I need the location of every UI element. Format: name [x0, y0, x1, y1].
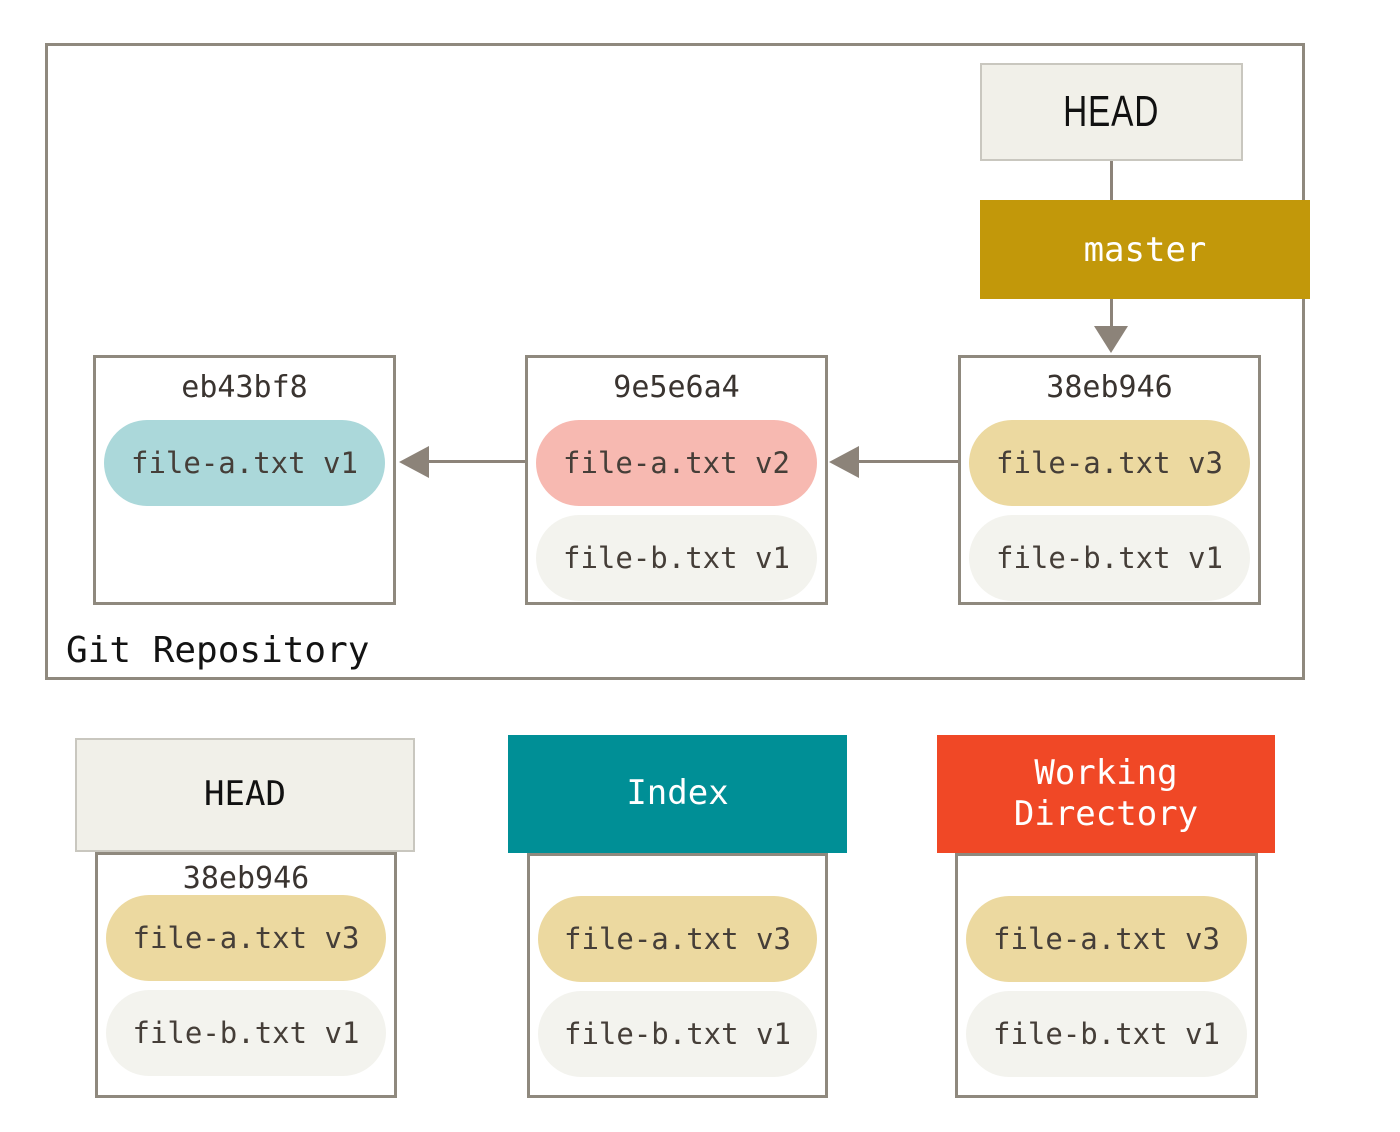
file-snapshot-label: file-b.txt v1	[563, 541, 790, 575]
file-snapshot-pill: file-a.txt v3	[966, 896, 1247, 982]
area-title: HEAD	[204, 774, 286, 815]
file-snapshot-pill: file-a.txt v2	[536, 420, 817, 506]
area-title: Working Directory	[1013, 752, 1199, 834]
arrow-left-icon	[829, 446, 859, 478]
master-branch-box: master	[980, 200, 1310, 299]
area-box-working-directory: file-a.txt v3 file-b.txt v1	[955, 853, 1258, 1098]
file-snapshot-label: file-b.txt v1	[132, 1016, 360, 1050]
file-snapshot-label: file-a.txt v3	[132, 921, 360, 955]
file-snapshot-label: file-a.txt v3	[564, 922, 791, 956]
area-header-index: Index	[508, 735, 847, 853]
area-header-head: HEAD	[75, 738, 415, 852]
connector-commit3-to-commit2	[858, 460, 958, 463]
file-snapshot-pill: file-a.txt v1	[104, 420, 385, 506]
connector-head-to-master	[1110, 160, 1113, 201]
head-ref-box: HEAD	[980, 63, 1243, 161]
area-box-index: file-a.txt v3 file-b.txt v1	[527, 853, 828, 1098]
file-snapshot-label: file-a.txt v2	[563, 446, 790, 480]
file-snapshot-label: file-a.txt v1	[131, 446, 358, 480]
commit-hash: 38eb946	[1046, 370, 1173, 405]
file-snapshot-label: file-a.txt v3	[993, 922, 1220, 956]
file-snapshot-label: file-b.txt v1	[996, 541, 1223, 575]
area-box-head: 38eb946 file-a.txt v3 file-b.txt v1	[95, 852, 397, 1098]
commit-box-9e5e6a4: 9e5e6a4 file-a.txt v2 file-b.txt v1	[525, 355, 828, 605]
file-snapshot-pill: file-a.txt v3	[969, 420, 1250, 506]
file-snapshot-pill: file-b.txt v1	[536, 515, 817, 601]
file-snapshot-pill: file-b.txt v1	[966, 991, 1247, 1077]
file-snapshot-pill: file-a.txt v3	[538, 896, 817, 982]
git-repository-label: Git Repository	[66, 630, 370, 671]
commit-hash: 9e5e6a4	[613, 370, 740, 405]
commit-hash: eb43bf8	[181, 370, 308, 405]
file-snapshot-pill: file-a.txt v3	[106, 895, 386, 981]
file-snapshot-label: file-b.txt v1	[564, 1017, 791, 1051]
connector-commit2-to-commit1	[428, 460, 525, 463]
area-title: Index	[626, 773, 729, 814]
file-snapshot-label: file-b.txt v1	[993, 1017, 1220, 1051]
connector-master-to-commit-line	[1110, 299, 1113, 327]
file-snapshot-pill: file-b.txt v1	[106, 990, 386, 1076]
master-branch-label: master	[1083, 229, 1207, 270]
commit-box-eb43bf8: eb43bf8 file-a.txt v1	[93, 355, 396, 605]
file-snapshot-pill: file-b.txt v1	[969, 515, 1250, 601]
arrow-down-icon	[1094, 326, 1128, 353]
commit-box-38eb946: 38eb946 file-a.txt v3 file-b.txt v1	[958, 355, 1261, 605]
area-header-working-directory: Working Directory	[937, 735, 1275, 853]
file-snapshot-pill: file-b.txt v1	[538, 991, 817, 1077]
area-commit-hash: 38eb946	[182, 861, 310, 896]
file-snapshot-label: file-a.txt v3	[996, 446, 1223, 480]
arrow-left-icon	[399, 446, 429, 478]
head-ref-label: HEAD	[1063, 87, 1160, 136]
